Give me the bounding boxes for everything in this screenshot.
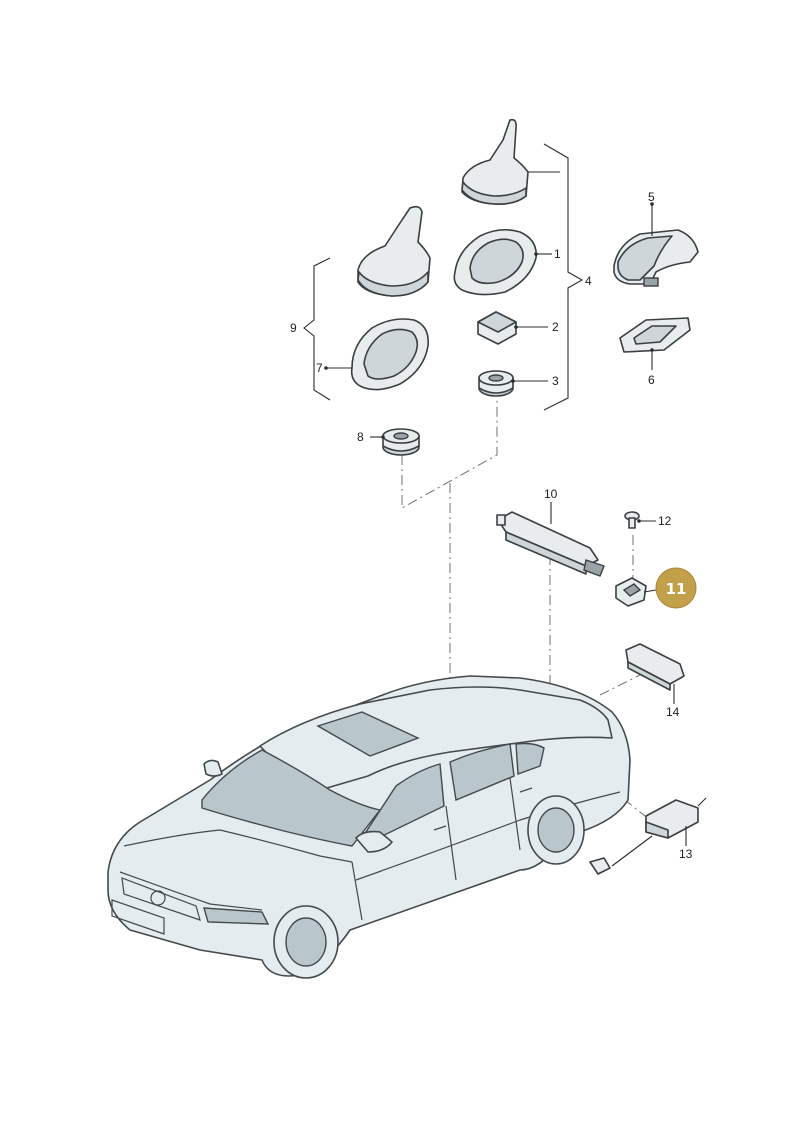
screw-12 (624, 511, 640, 529)
antenna-assembly-4 (453, 118, 537, 397)
badge-circle (655, 567, 697, 609)
callout-8[interactable]: 8 (357, 430, 364, 444)
cable-adapter-13 (589, 797, 707, 875)
callout-14[interactable]: 14 (666, 705, 680, 719)
vehicle-sedan (107, 675, 631, 979)
callout-3[interactable]: 3 (552, 374, 559, 388)
callout-13[interactable]: 13 (679, 847, 693, 861)
callout-9[interactable]: 9 (290, 321, 297, 335)
antenna-assembly-5 (613, 229, 699, 353)
callout-4[interactable]: 4 (585, 274, 592, 288)
control-unit-14 (625, 643, 685, 691)
highlight-badge-11[interactable]: 11 (655, 567, 697, 609)
bracket-11 (615, 577, 647, 607)
callout-12[interactable]: 12 (658, 514, 672, 528)
amplifier-module-10 (496, 511, 605, 577)
callout-7[interactable]: 7 (316, 361, 323, 375)
badge-label: 11 (666, 580, 687, 598)
callout-labels: 1 2 3 4 5 6 7 8 9 10 12 13 14 (290, 190, 693, 861)
callout-10[interactable]: 10 (544, 487, 558, 501)
callout-6[interactable]: 6 (648, 373, 655, 387)
group-brackets (303, 143, 584, 411)
antenna-assembly-9 (350, 205, 431, 456)
callout-5[interactable]: 5 (648, 190, 655, 204)
leader-lines (324, 171, 687, 846)
callout-1[interactable]: 1 (554, 247, 561, 261)
callout-2[interactable]: 2 (552, 320, 559, 334)
